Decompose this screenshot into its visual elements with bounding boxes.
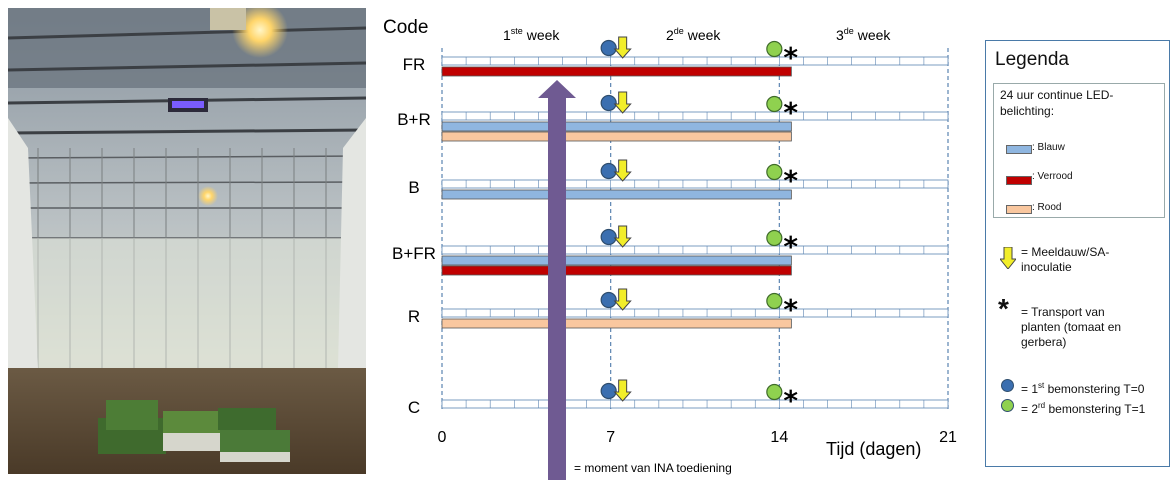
ladder-frame [441,111,949,121]
sample-1-marker [600,39,617,57]
sample-2-marker [766,229,783,247]
week-2-label: 2de week [666,26,721,43]
light-bar-rood [441,131,792,142]
inoculation-arrow [613,225,632,248]
day-ladder [441,245,949,255]
inoculation-arrow [613,379,632,402]
led-legend-box: 24 uur continue LED-belichting: : Blauw … [993,83,1165,218]
sample-2-marker [766,292,783,310]
tick-label: 14 [770,429,788,446]
row-code-label: R [408,307,420,326]
row-code-label: B+FR [392,244,436,263]
transport-asterisk: * [783,384,798,417]
swatch-verrood [1006,176,1032,185]
week-dividers [441,48,949,412]
light-bar-blauw [441,255,792,266]
row-b-fr: B+FR * [392,225,949,276]
light-bar-verrood [441,265,792,276]
ladder-frame [441,399,949,409]
row-b-r: B+R * [397,91,949,142]
ladder-frame [441,56,949,66]
light-bar-rood [441,318,792,329]
tick-label: 7 [606,429,615,446]
week-1-label: 1ste week [503,26,560,43]
inoculation-arrow [613,91,632,114]
transport-asterisk: * [783,230,798,263]
label-blauw: : Blauw [1032,142,1065,153]
row-code-label: C [408,398,420,417]
sample-2-marker [766,95,783,113]
row-code-label: FR [403,55,426,74]
led-legend-intro: 24 uur continue LED-belichting: [1000,88,1114,118]
day-ladder [441,111,949,121]
row-fr: FR * [403,36,949,77]
sample-1-marker [600,382,617,400]
sample-2-marker [766,163,783,181]
tick-label: 21 [939,429,957,446]
sample-2-label: = 2rd bemonstering T=1 [1021,401,1146,416]
day-ladder [441,56,949,66]
transport-asterisk: * [783,41,798,74]
ladder-frame [441,179,949,189]
tick-label: 0 [438,429,447,446]
sample-2-marker [766,40,783,58]
sample-1-marker [600,291,617,309]
time-axis: 0 7 14 21 [438,429,957,446]
day-ladder [441,308,949,318]
sample-2-marker [766,383,783,401]
asterisk-icon: * [998,293,1009,324]
ladder-frame [441,308,949,318]
axis-label: Tijd (dagen) [826,439,921,459]
swatch-rood [1006,205,1032,214]
legend: Legenda 24 uur continue LED-belichting: … [985,40,1170,467]
label-rood: : Rood [1032,202,1062,213]
ina-note: = moment van INA toediening [574,461,732,475]
day-ladder [441,179,949,189]
greenhouse-photo [8,8,366,474]
inoculation-arrow-icon [1000,247,1016,269]
sample-1-marker [600,94,617,112]
sample-1-marker [600,162,617,180]
week-3-label: 3de week [836,26,891,43]
light-bar-blauw [441,189,792,200]
ladder-frame [441,245,949,255]
label-verrood: : Verrood [1032,171,1073,182]
swatch-blauw [1006,145,1032,154]
code-header: Code [383,17,428,38]
inoculation-arrow [613,288,632,311]
legend-title: Legenda [995,49,1069,70]
inoculation-label: = Meeldauw/SA-inoculatie [1021,245,1110,274]
transport-label: = Transport van planten (tomaat en gerbe… [1021,305,1122,349]
sample-1-marker [600,228,617,246]
transport-asterisk: * [783,293,798,326]
light-bar-blauw [441,121,792,132]
transport-asterisk: * [783,96,798,129]
inoculation-arrow [613,36,632,59]
row-code-label: B [408,178,419,197]
row-c: C* [408,379,949,417]
row-b: B* [408,159,949,200]
light-bar-verrood [441,66,792,77]
treatment-rows: FR*B+R*B*B+FR*R*C* [392,36,949,417]
row-code-label: B+R [397,110,431,129]
sample-1-icon [1001,379,1014,392]
transport-asterisk: * [783,164,798,197]
sample-2-icon [1001,399,1014,412]
inoculation-arrow [613,159,632,182]
day-ladder [441,399,949,409]
sample-1-label: = 1st bemonstering T=0 [1021,381,1145,396]
row-r: R* [408,288,949,329]
ina-arrow [538,80,576,480]
